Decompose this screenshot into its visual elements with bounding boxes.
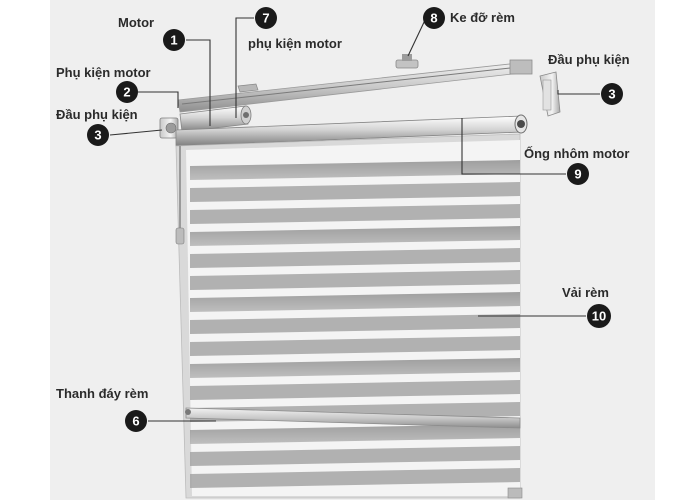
callout-number: 6 (132, 414, 139, 429)
callout-circle (423, 7, 445, 29)
callout-circle (125, 410, 147, 432)
fabric-stripe (190, 380, 520, 400)
callout-end-cap-right: Đầu phụ kiện 3 (548, 52, 630, 105)
callout-bottom-rail: Thanh đáy rèm 6 (56, 386, 148, 432)
callout-fabric: Vải rèm 10 (562, 285, 611, 328)
callout-circle (163, 29, 185, 51)
callout-number: 9 (574, 167, 581, 182)
callout-label: Phụ kiện motor (56, 65, 151, 80)
callout-motor-accessory-left: Phụ kiện motor 2 (56, 65, 151, 103)
fabric-stripe (190, 270, 520, 290)
callout-label: Ke đỡ rèm (450, 10, 515, 25)
bottom-rail-part (185, 407, 523, 499)
callout-circle (255, 7, 277, 29)
motor-rod (179, 105, 252, 133)
callout-label: Thanh đáy rèm (56, 386, 148, 401)
callout-label: Vải rèm (562, 285, 609, 300)
fabric-stripe (190, 248, 520, 268)
fabric-stripe (190, 336, 520, 356)
callout-end-cap-left: Đầu phụ kiện 3 (56, 107, 138, 146)
fabric-stripe (190, 446, 520, 466)
callout-number: 3 (94, 128, 101, 143)
callout-motor-accessory-top: 7 phụ kiện motor (248, 7, 342, 51)
fabric-stripe (190, 314, 520, 334)
callout-circle (567, 163, 589, 185)
fabric-stripe (190, 204, 520, 224)
aluminum-tube (175, 114, 528, 147)
callout-circle (116, 81, 138, 103)
leader-end-cap-left (109, 129, 163, 136)
fabric-stripe (190, 468, 520, 488)
callout-number: 8 (430, 11, 437, 26)
fabric-stripe (190, 292, 520, 312)
callout-number: 2 (123, 85, 130, 100)
callout-number: 7 (262, 11, 269, 26)
fabric-stripe (190, 160, 520, 180)
callout-number: 3 (608, 87, 615, 102)
callout-number: 10 (592, 309, 606, 324)
ceiling-bracket (395, 54, 419, 69)
fabric-stripe (190, 226, 520, 246)
callout-label: Ống nhôm motor (524, 146, 629, 161)
fabric-stripes (190, 160, 520, 488)
end-cap-left (159, 117, 179, 139)
callout-circle (587, 304, 611, 328)
leader-motor (186, 39, 211, 126)
leader-aluminum-tube (461, 118, 566, 175)
callout-label: Đầu phụ kiện (548, 52, 630, 67)
callout-label: phụ kiện motor (248, 36, 342, 51)
callout-circle (87, 124, 109, 146)
leader-motor-accessory-left (138, 91, 179, 108)
callout-motor: 1 Motor (118, 15, 185, 51)
small-bracket (237, 83, 259, 93)
leader-end-cap-right (557, 90, 600, 95)
callout-label: Đầu phụ kiện (56, 107, 138, 122)
leader-motor-accessory-top (235, 17, 254, 118)
side-cord (175, 146, 185, 245)
fabric-stripe (190, 182, 520, 202)
callout-aluminum-tube: Ống nhôm motor 9 (524, 146, 629, 185)
leader-bracket (407, 17, 427, 57)
leader-lines (109, 17, 600, 422)
end-cap-right (539, 71, 561, 117)
fabric-stripe (190, 358, 520, 378)
fabric-stripe (190, 424, 520, 444)
top-rail (177, 59, 533, 113)
callout-circle (601, 83, 623, 105)
callout-number: 1 (170, 33, 177, 48)
callout-label: Motor (118, 15, 154, 30)
callout-bracket: 8 Ke đỡ rèm (423, 7, 515, 29)
